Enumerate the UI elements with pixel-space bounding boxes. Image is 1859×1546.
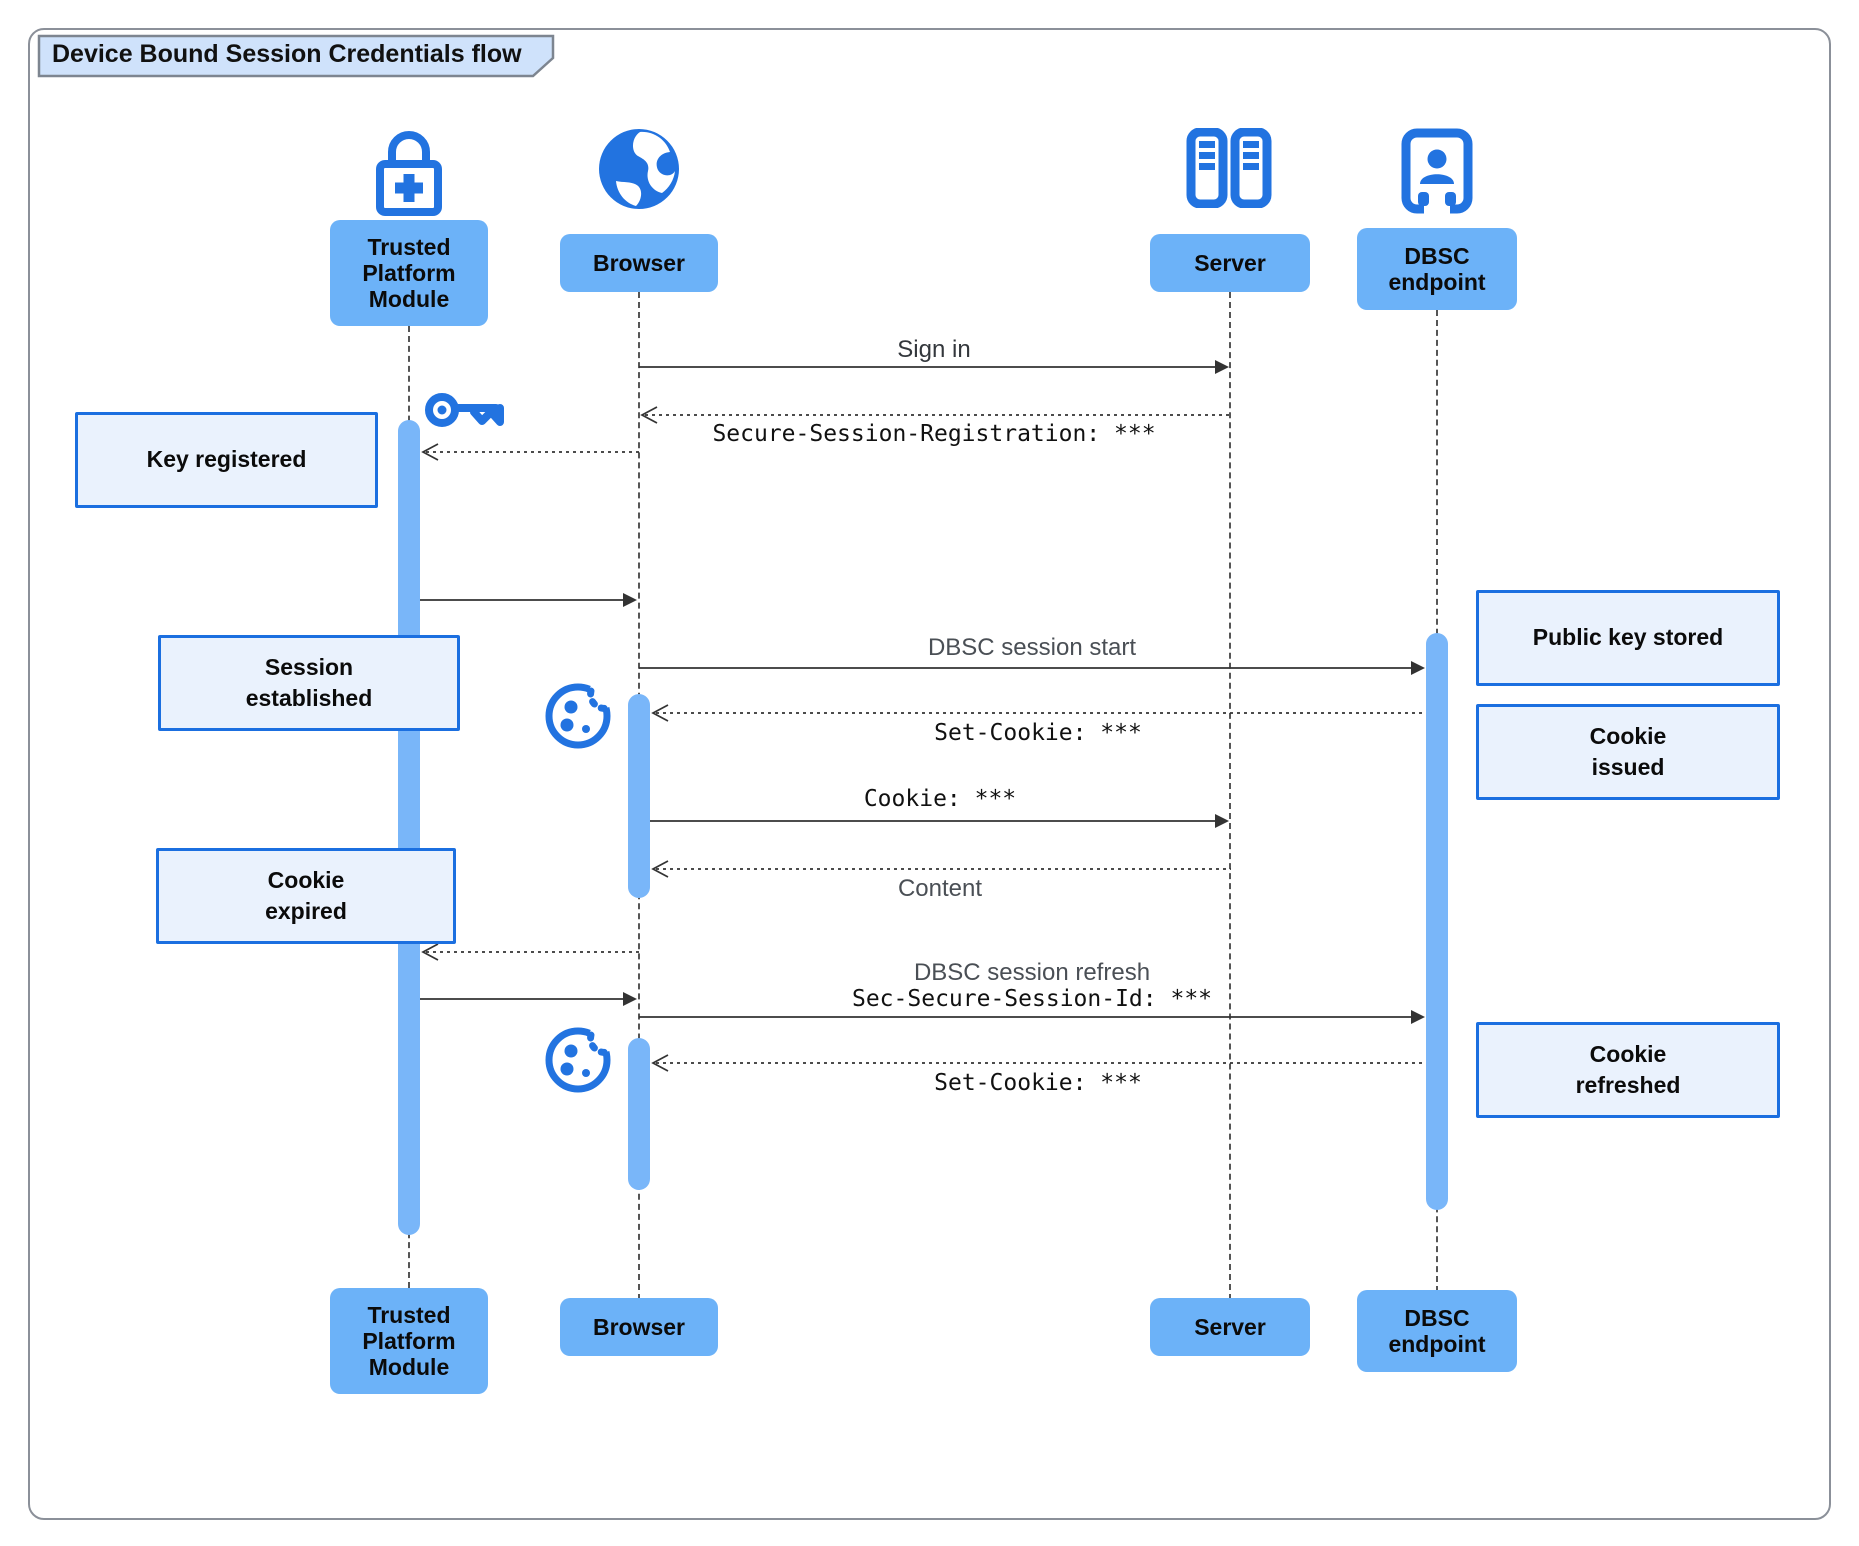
note-line: Public key stored: [1532, 624, 1724, 651]
note-line: expired: [265, 898, 347, 924]
note-line: refreshed: [1575, 1072, 1681, 1098]
participant-label: DBSC endpoint: [1388, 243, 1486, 295]
participant-tpm-bottom: Trusted Platform Module: [330, 1288, 488, 1394]
arrow-set-cookie-2: [651, 1054, 1426, 1072]
participant-label: Trusted Platform Module: [362, 1302, 456, 1380]
note-line: Key registered: [146, 446, 307, 473]
participant-server-bottom: Server: [1150, 1298, 1310, 1356]
participant-label: Browser: [592, 1314, 686, 1340]
message-label: Set-Cookie: ***: [934, 720, 1142, 746]
arrow-key-proof: [420, 992, 637, 1006]
participant-dbsc-top: DBSC endpoint: [1357, 228, 1517, 310]
participant-label: Server: [1194, 1314, 1266, 1340]
message-label: DBSC session refresh: [913, 959, 1151, 986]
note-key-registered: Key registered: [75, 412, 378, 508]
diagram-title: Device Bound Session Credentials flow: [52, 40, 522, 68]
participant-browser-bottom: Browser: [560, 1298, 718, 1356]
activation-browser-2: [628, 1038, 650, 1190]
globe-icon: [599, 129, 679, 209]
note-line: Cookie: [1589, 722, 1667, 749]
message-label: Content: [897, 875, 983, 902]
arrow-sign-in: [639, 360, 1229, 374]
activation-dbsc: [1426, 633, 1448, 1210]
arrow-dbsc-session-start: [639, 661, 1425, 675]
note-line: Session: [264, 653, 354, 680]
message-label: Sec-Secure-Session-Id: ***: [851, 986, 1213, 1012]
participant-label: Trusted Platform Module: [362, 234, 456, 312]
note-cookie-expired: Cookie expired: [156, 848, 456, 944]
message-label: Sign in: [897, 336, 971, 363]
arrow-session-registration: [640, 406, 1231, 424]
note-line: Cookie: [1589, 1040, 1667, 1067]
participant-label: DBSC endpoint: [1388, 1305, 1486, 1357]
activation-tpm: [398, 420, 420, 1235]
message-label: Set-Cookie: ***: [934, 1070, 1142, 1096]
note-cookie-issued: Cookie issued: [1476, 704, 1780, 800]
participant-label: Server: [1194, 250, 1266, 276]
arrow-key-done: [420, 593, 637, 607]
key-icon: [425, 393, 504, 427]
note-line: Cookie: [267, 866, 345, 893]
participant-browser-top: Browser: [560, 234, 718, 292]
arrow-dbsc-session-refresh: [639, 1010, 1425, 1024]
note-line: established: [245, 685, 373, 711]
participant-dbsc-bottom: DBSC endpoint: [1357, 1290, 1517, 1372]
server-icon: [1186, 128, 1272, 208]
note-line: issued: [1591, 754, 1665, 780]
cookie-icon: [545, 1022, 614, 1093]
activation-browser-1: [628, 694, 650, 898]
participant-server-top: Server: [1150, 234, 1310, 292]
participant-label: Browser: [592, 250, 686, 276]
participant-tpm-top: Trusted Platform Module: [330, 220, 488, 326]
arrow-refresh-key: [421, 943, 639, 961]
lock-plus-icon: [376, 131, 442, 216]
badge-person-icon: [1401, 128, 1473, 215]
arrow-cookie: [650, 814, 1229, 828]
message-label: DBSC session start: [927, 634, 1137, 661]
cookie-icon: [545, 678, 614, 749]
note-public-key-stored: Public key stored: [1476, 590, 1780, 686]
note-cookie-refreshed: Cookie refreshed: [1476, 1022, 1780, 1118]
message-label: Cookie: ***: [863, 786, 1017, 812]
arrow-set-cookie-1: [651, 704, 1426, 722]
message-label: Secure-Session-Registration: ***: [712, 421, 1156, 447]
note-session-established: Session established: [158, 635, 460, 731]
arrow-register-key: [421, 443, 639, 461]
arrow-content: [651, 860, 1231, 878]
title-tab: [37, 34, 555, 78]
lifeline-server: [1229, 292, 1231, 1300]
